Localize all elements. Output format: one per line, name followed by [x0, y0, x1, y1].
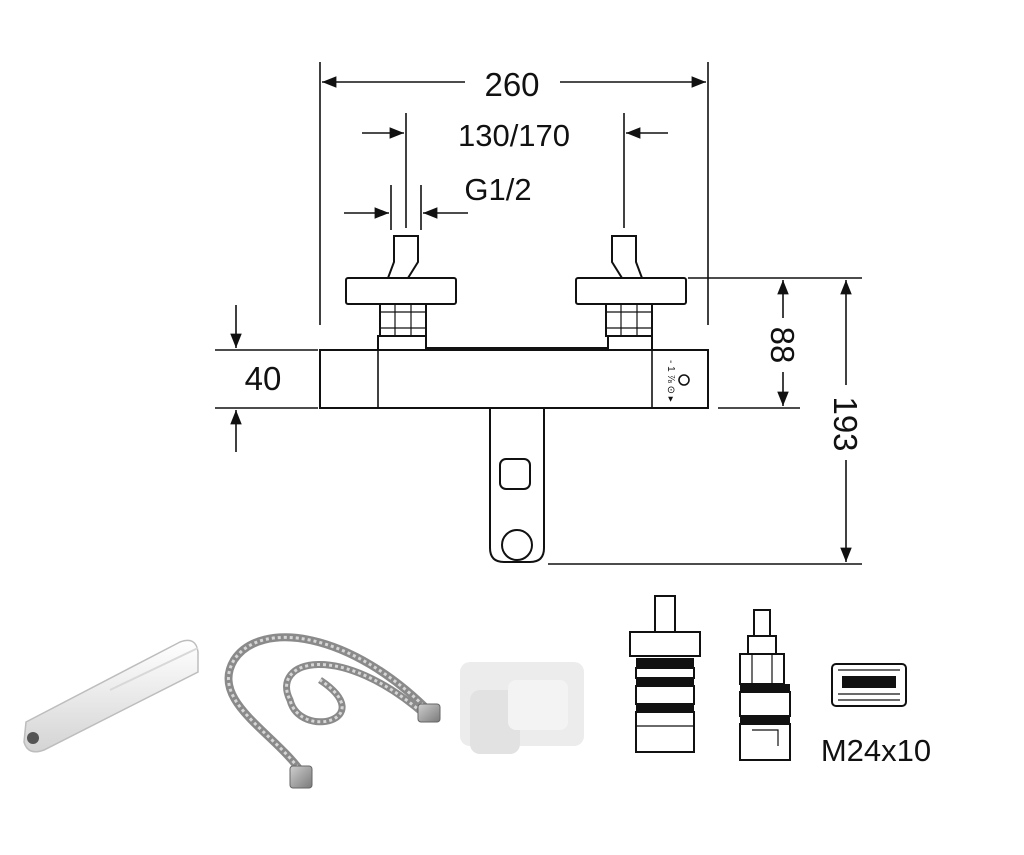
dimension-body-height: 40 [215, 305, 318, 452]
dim-label-193: 193 [827, 396, 864, 451]
dim-label-40: 40 [245, 360, 282, 397]
wall-bracket-image [460, 662, 584, 754]
diverter-cartridge-drawing [739, 609, 791, 761]
dimension-overall-width: 260 [319, 62, 709, 325]
dimension-depth: 88 [688, 277, 862, 409]
thermostatic-cartridge-drawing [629, 595, 701, 753]
hand-shower-image [23, 639, 199, 753]
shower-hose-image [224, 633, 441, 789]
right-connector [575, 235, 687, 337]
dim-label-88: 88 [764, 327, 801, 364]
dim-label-130-170: 130/170 [458, 118, 570, 153]
aerator-thread-label: M24x10 [821, 733, 931, 768]
dim-label-g12: G1/2 [464, 172, 531, 207]
left-connector [345, 235, 457, 337]
dimension-thread: G1/2 [344, 172, 532, 230]
dimension-center-distance: 130/170 [362, 113, 668, 228]
dimension-total-height: 193 [548, 280, 864, 565]
aerator-drawing: M24x10 [821, 663, 931, 768]
dim-label-260: 260 [484, 66, 539, 103]
dial-circle-icon [678, 374, 690, 386]
mixer-body [319, 335, 709, 409]
temperature-dial-marks: - 1 ⅞ ⊙ ▸ [665, 360, 676, 402]
diverter-spout [489, 407, 545, 563]
